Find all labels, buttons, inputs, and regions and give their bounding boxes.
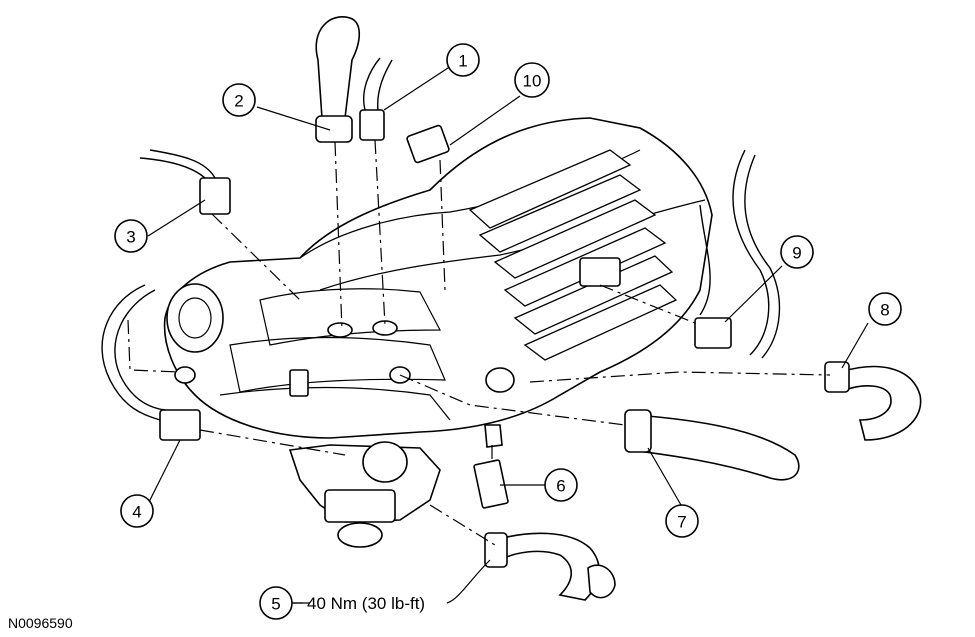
callout-1-label: 1 — [458, 52, 467, 71]
callout-9-label: 9 — [792, 244, 801, 263]
callout-4: 4 — [120, 494, 154, 528]
callout-7-label: 7 — [677, 513, 686, 532]
callout-10-label: 10 — [523, 72, 542, 91]
callout-2-label: 2 — [234, 92, 243, 111]
intake-manifold — [163, 117, 713, 548]
leader-lines — [144, 65, 869, 604]
callout-2: 2 — [222, 83, 256, 117]
callout-3-label: 3 — [126, 228, 135, 247]
hoses — [315, 16, 922, 601]
throttle-body — [166, 283, 224, 384]
callout-5-label: 5 — [271, 595, 280, 614]
callout-3: 3 — [114, 219, 148, 253]
callout-10: 10 — [514, 62, 550, 98]
callout-5: 5 — [259, 586, 293, 620]
callout-8: 8 — [868, 292, 902, 326]
callout-6: 6 — [544, 468, 578, 502]
installation-centerlines — [127, 139, 831, 546]
callout-8-label: 8 — [880, 301, 889, 320]
wiring-harness — [101, 149, 781, 421]
callout-1: 1 — [446, 43, 480, 77]
callout-7: 7 — [665, 504, 699, 538]
callout-4-label: 4 — [132, 503, 141, 522]
torque-spec: 40 Nm (30 lb-ft) — [307, 594, 425, 613]
callout-9: 9 — [780, 235, 814, 269]
figure-reference: N0096590 — [8, 615, 73, 631]
connectors — [139, 57, 732, 509]
egr-valve — [288, 441, 441, 548]
callout-6-label: 6 — [556, 477, 565, 496]
